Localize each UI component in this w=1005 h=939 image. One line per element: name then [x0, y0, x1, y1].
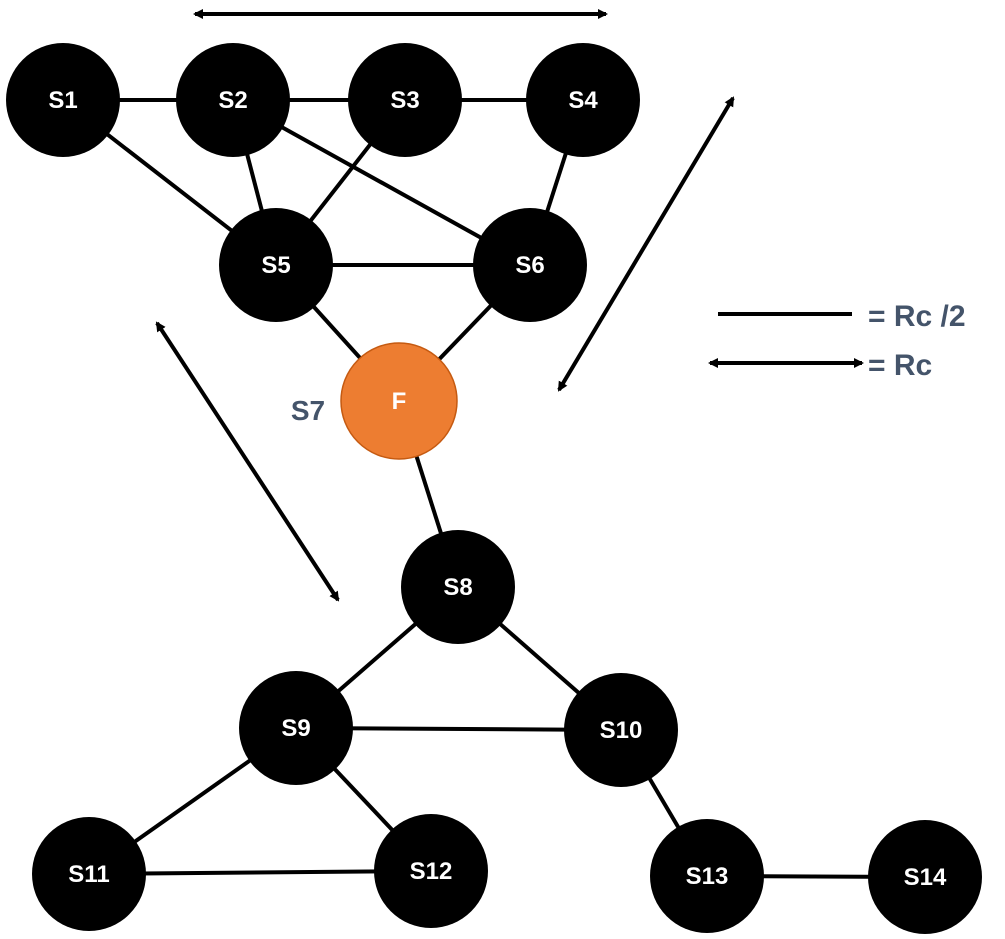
node-s6: S6	[473, 208, 587, 322]
node-s1: S1	[6, 43, 120, 157]
node-label-s12: S12	[410, 858, 453, 885]
node-label-s4: S4	[568, 87, 598, 114]
node-label-s8: S8	[443, 574, 472, 601]
node-circle-s11	[32, 817, 146, 931]
node-s3: S3	[348, 43, 462, 157]
node-circle-s6	[473, 208, 587, 322]
node-s4: S4	[526, 43, 640, 157]
node-s7: F	[340, 342, 458, 460]
node-circle-s9	[239, 671, 353, 785]
legend: = Rc /2 = Rc	[708, 300, 966, 382]
node-label-s14: S14	[904, 864, 947, 891]
node-s12: S12	[374, 814, 488, 928]
node-label-s9: S9	[281, 715, 310, 742]
node-circle-s8	[401, 530, 515, 644]
edge-layer	[61, 98, 926, 879]
node-label-s10: S10	[600, 717, 643, 744]
node-circle-s1	[6, 43, 120, 157]
node-circle-s14	[868, 820, 982, 934]
node-label-s5: S5	[261, 252, 290, 279]
node-label-s1: S1	[48, 87, 77, 114]
range-arrow-right	[557, 96, 735, 392]
range-arrow-left	[155, 321, 340, 602]
node-circle-s7	[340, 342, 458, 460]
node-circle-s3	[348, 43, 462, 157]
legend-arrow-text: = Rc	[868, 349, 932, 382]
node-s14: S14	[868, 820, 982, 934]
node-circle-s10	[564, 673, 678, 787]
node-label-s7: F	[392, 388, 407, 415]
edge-s11-s12	[88, 869, 432, 876]
node-label-s3: S3	[390, 87, 419, 114]
node-circle-s5	[219, 208, 333, 322]
node-circle-s12	[374, 814, 488, 928]
range-arrows	[155, 9, 735, 602]
node-label-s11: S11	[68, 861, 109, 888]
faulty-node-outer-label: S7	[291, 395, 325, 426]
node-s11: S11	[32, 817, 146, 931]
node-circle-s2	[176, 43, 290, 157]
node-s8: S8	[401, 530, 515, 644]
node-s10: S10	[564, 673, 678, 787]
node-circle-s13	[650, 819, 764, 933]
node-s9: S9	[239, 671, 353, 785]
node-circle-s4	[526, 43, 640, 157]
node-s13: S13	[650, 819, 764, 933]
node-label-s13: S13	[686, 863, 729, 890]
node-s5: S5	[219, 208, 333, 322]
legend-line-text: = Rc /2	[868, 300, 966, 333]
node-label-s6: S6	[515, 252, 544, 279]
node-s2: S2	[176, 43, 290, 157]
node-label-s2: S2	[218, 87, 247, 114]
